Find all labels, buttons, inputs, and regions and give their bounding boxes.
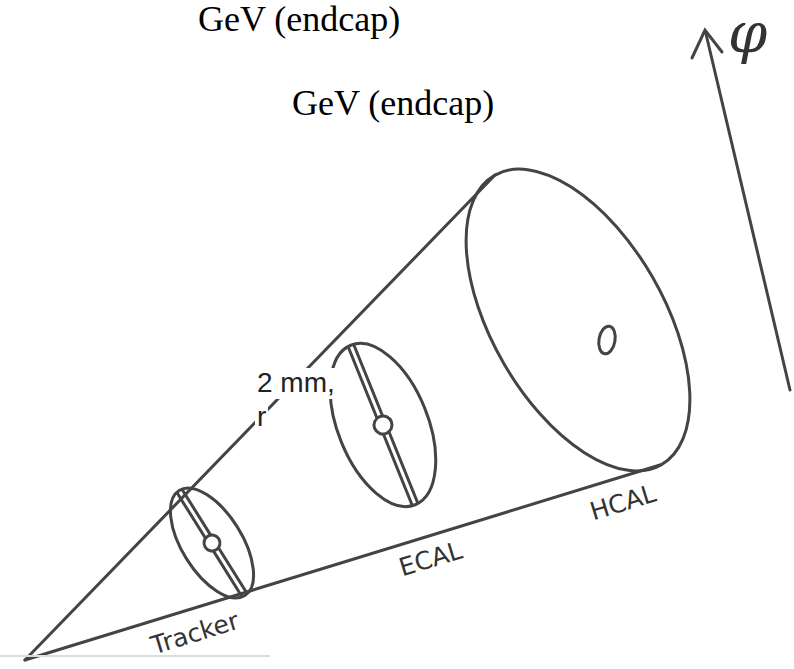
- ecal-disc: [309, 328, 457, 521]
- phi-arrowhead: [692, 30, 722, 58]
- axis-label: φ: [726, 2, 769, 64]
- tracker-disc: [154, 475, 271, 612]
- part-label: HCAL: [585, 479, 661, 526]
- hcal-deposit: [597, 325, 618, 355]
- text-fragment: r: [255, 402, 268, 433]
- cone-lower-edge: [25, 465, 660, 660]
- part-label: Tracker: [146, 606, 244, 660]
- energy-text: GeV (endcap): [290, 84, 496, 124]
- hcal-disc: [420, 132, 736, 507]
- slide-divider: [0, 655, 270, 657]
- energy-text: GeV (endcap): [196, 0, 402, 40]
- phi-axis: [706, 34, 790, 390]
- size-text: 2 mm,: [255, 368, 337, 399]
